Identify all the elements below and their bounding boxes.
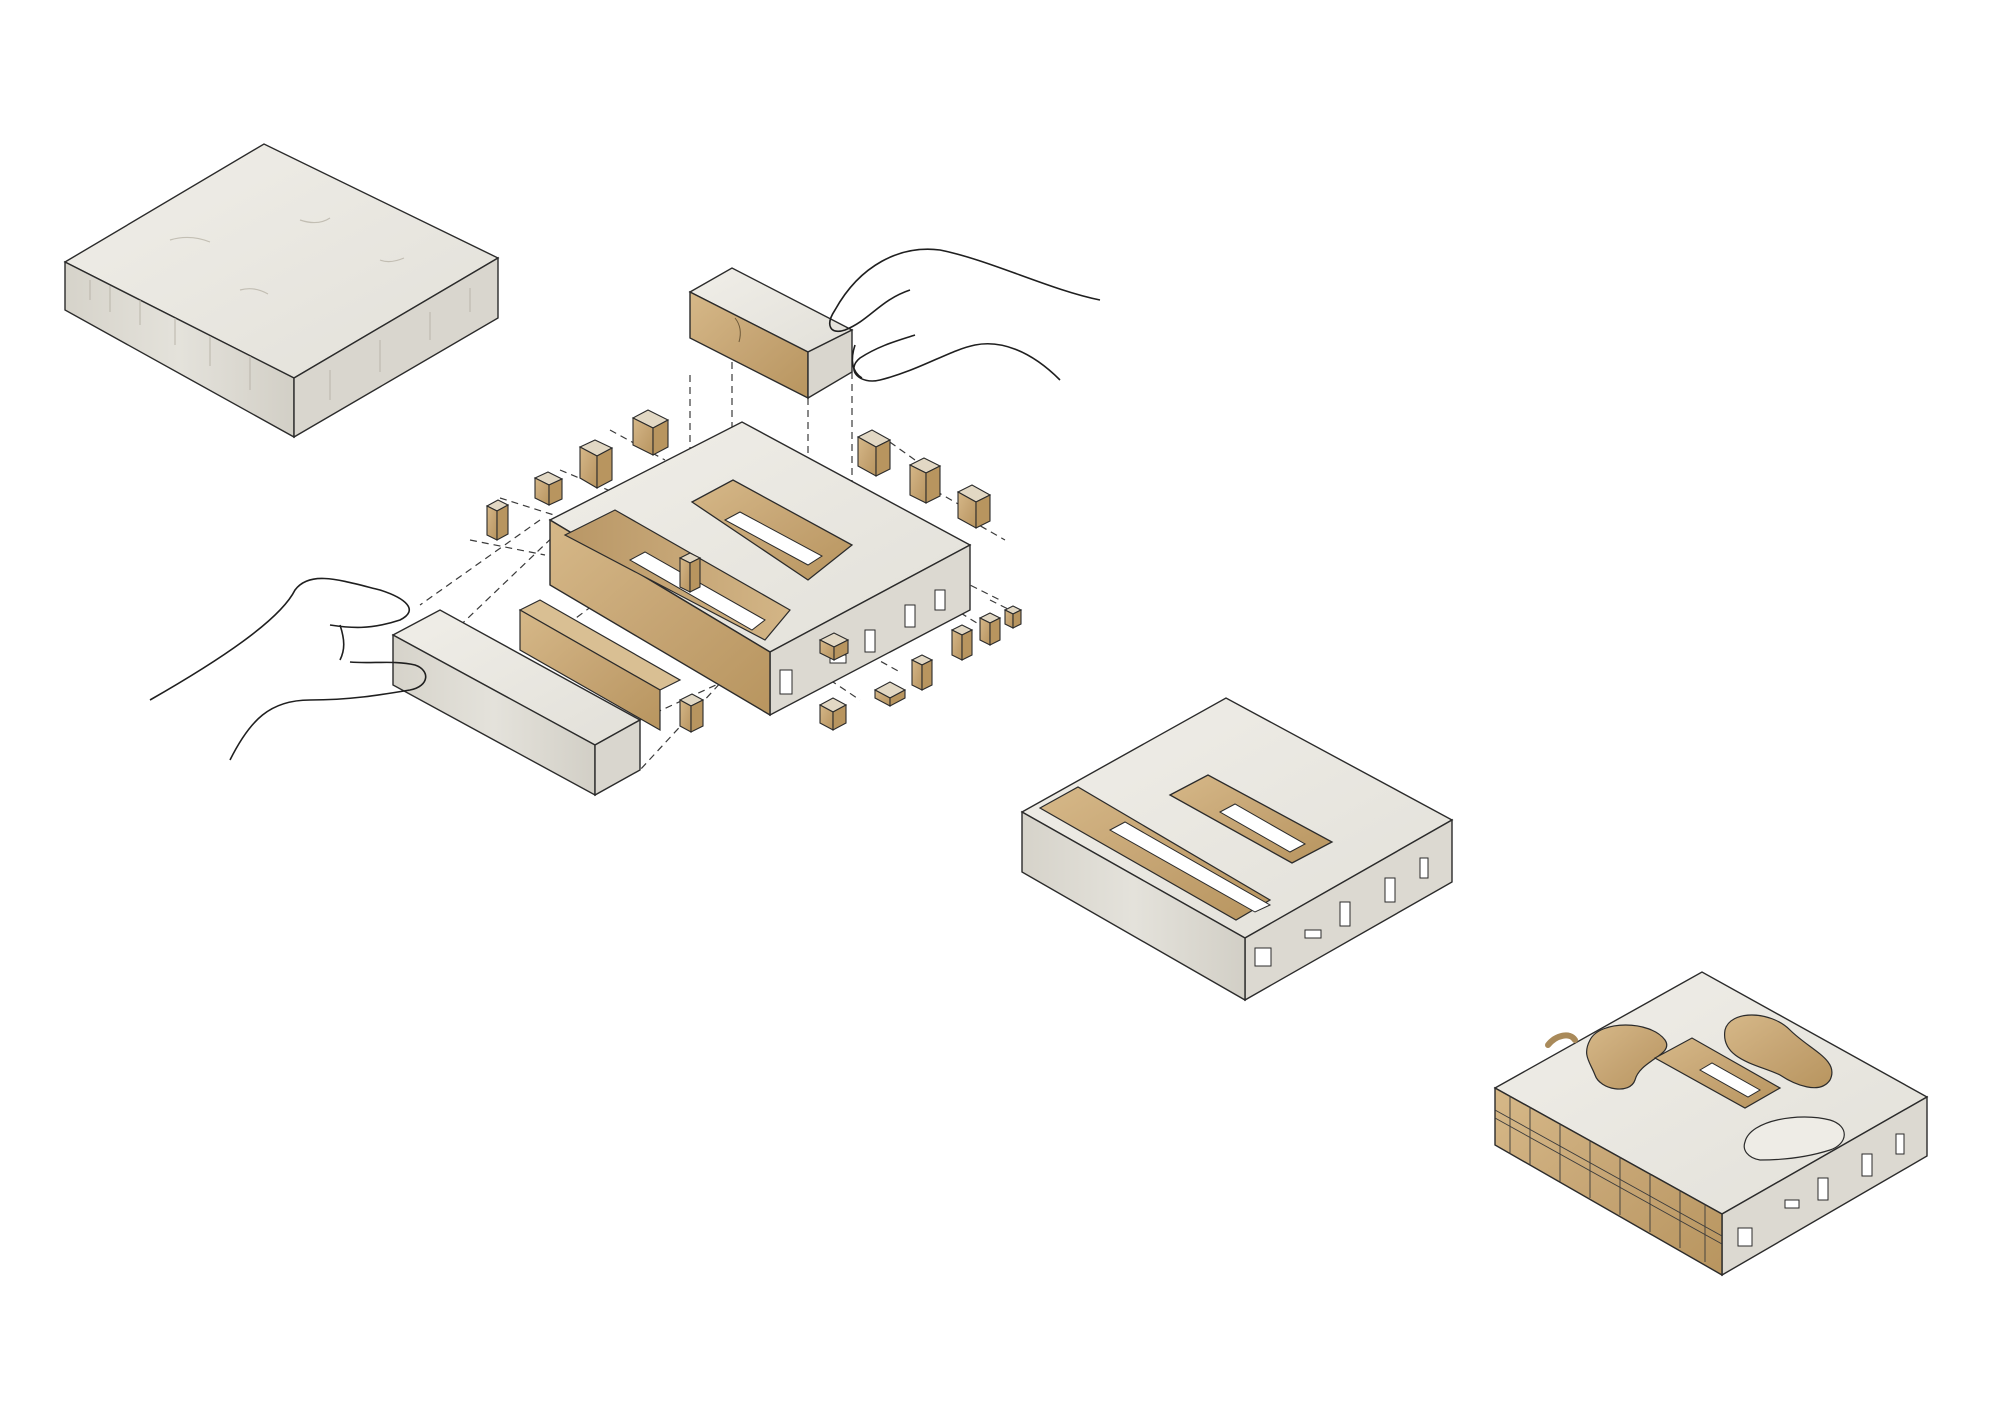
right-hand [829,248,1101,382]
cube [678,552,702,593]
cube [485,499,510,541]
finished-windows [1737,1133,1905,1247]
finished-courtyard-slot [1698,1062,1762,1098]
cube [978,612,1002,646]
side-bar [391,609,642,797]
carved-left-face [1021,810,1246,1002]
cube [856,429,892,477]
sculpted-bench [1743,1116,1845,1161]
left-hand [149,577,427,761]
carved-windows [1254,857,1429,967]
lifted-right-face [807,328,853,400]
block-right-face [293,256,499,439]
long-slot [628,551,766,631]
organic-opening-1 [1586,1024,1668,1090]
carved-block [1020,697,1454,1002]
finished-facade-grid [1494,1096,1723,1262]
cube [578,439,614,489]
cube [873,681,907,707]
birch-texture [89,217,471,400]
carved-long-slot [1108,821,1272,913]
cube [678,693,705,733]
cube [910,654,934,691]
lifted-block-top [688,267,854,400]
courtyard-slot [723,511,823,566]
cube [956,484,992,529]
cube [950,624,974,661]
cube [1003,605,1023,629]
cube [908,457,942,504]
body-left-face [549,518,771,717]
cube [818,632,850,661]
finished-block [1493,971,1929,1277]
cube [533,471,564,506]
solid-block [63,143,500,439]
organic-opening-2 [1724,1014,1833,1089]
carved-body [548,421,972,717]
cube [631,409,670,456]
plank-side [519,608,661,732]
cube [818,697,848,731]
bar-right-face [594,718,641,797]
exploded-carving [149,248,1101,797]
body-windows [779,589,946,695]
small-cubes [485,409,1023,733]
wood-edge-accent [1545,1032,1578,1048]
wood-plank [518,599,682,732]
carved-courtyard-slot [1218,803,1307,853]
